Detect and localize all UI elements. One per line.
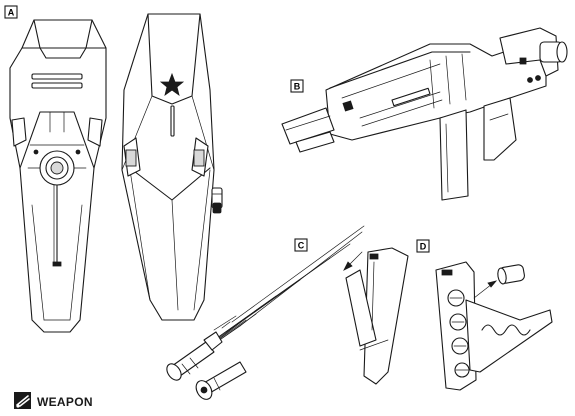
panel-a-label: A xyxy=(4,5,18,19)
footer-label: WEAPON xyxy=(37,395,93,409)
weapon-category-icon xyxy=(14,392,31,409)
beam-saber-drawing xyxy=(166,225,409,400)
panel-a-label-text: A xyxy=(8,8,15,18)
panel-c-label-text: C xyxy=(298,241,305,251)
cartridge-holder-drawing xyxy=(435,261,553,391)
panel-d-label-text: D xyxy=(420,242,427,252)
rifle-drawing xyxy=(281,27,568,201)
panel-b-label: B xyxy=(290,79,304,93)
shield-back-drawing xyxy=(121,13,223,321)
panel-d-label: D xyxy=(416,239,430,253)
shield-front-drawing xyxy=(9,19,107,333)
panel-b-label-text: B xyxy=(294,82,301,92)
panel-c-label: C xyxy=(294,238,308,252)
